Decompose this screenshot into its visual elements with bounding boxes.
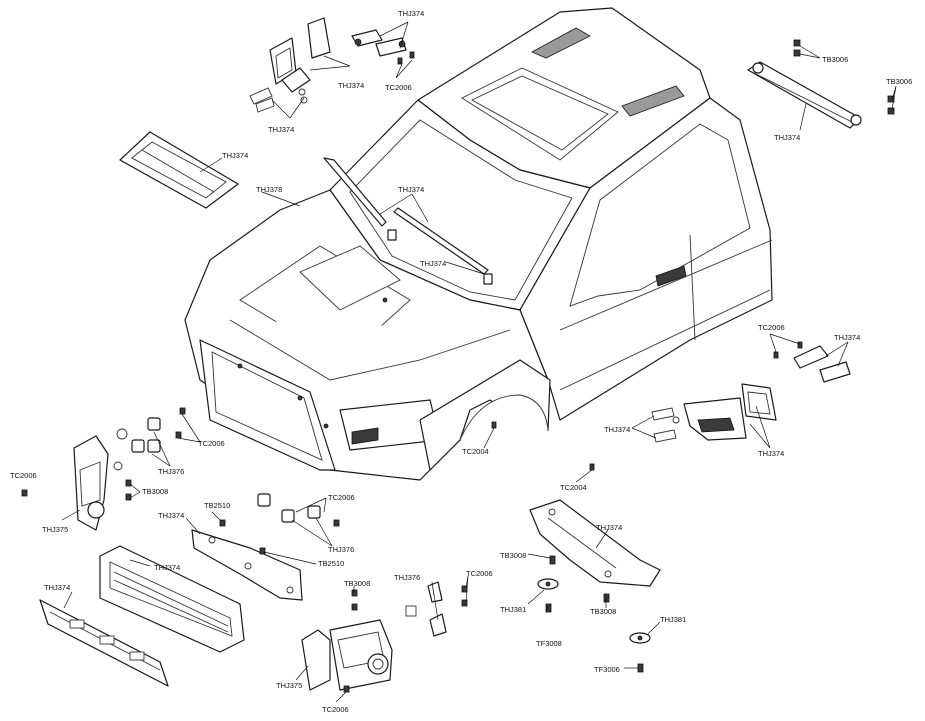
part-number-labels: THJ374 THJ374 THJ374 TC2006 TB3006 TB300… <box>10 9 912 714</box>
label-tc2006-mid: TC2006 <box>328 493 355 502</box>
mount-bracket <box>191 493 340 601</box>
grille-frame-strip <box>39 599 169 687</box>
left-bumper-end <box>73 435 109 531</box>
label-tc2004-center: TC2004 <box>462 447 489 456</box>
label-thj374-right-hinge: THJ374 <box>834 333 860 342</box>
label-tb3008-skid-right: TB3008 <box>590 607 616 616</box>
leader-lines <box>61 21 897 703</box>
label-thj374-grille: THJ374 <box>154 563 180 572</box>
label-tb3008-left: TB3008 <box>142 487 168 496</box>
label-tb3008-skid-left: TB3008 <box>500 551 526 560</box>
label-tf3008: TF3008 <box>536 639 562 648</box>
label-thj376-left-lights: THJ376 <box>158 467 184 476</box>
bottom-bumper-module <box>301 581 468 693</box>
label-thj374-bracket: THJ374 <box>158 511 184 520</box>
left-light-parts <box>21 407 186 501</box>
hood-scoop <box>119 131 239 209</box>
label-tb3006-rack-b: TB3006 <box>886 77 912 86</box>
front-grille <box>99 545 245 653</box>
label-thj378-body: THJ378 <box>256 185 282 194</box>
label-thj374-hood-scoop: THJ374 <box>222 151 248 160</box>
label-thj374-skid: THJ374 <box>596 523 622 532</box>
label-tc2006-far-left: TC2006 <box>10 471 37 480</box>
label-thj374-mirror-top: THJ374 <box>338 81 364 90</box>
top-hinge-assembly <box>351 29 415 65</box>
label-thj381-a: THJ381 <box>500 605 526 614</box>
label-thj374-right-mirror-a: THJ374 <box>604 425 630 434</box>
wiper-arms <box>323 157 493 285</box>
right-hinge-assembly <box>773 341 851 383</box>
label-thj375-left: THJ375 <box>42 525 68 534</box>
label-thj374-wipers: THJ374 <box>398 185 424 194</box>
label-thj374-wiper-base: THJ374 <box>420 259 446 268</box>
label-thj376-bottom: THJ376 <box>394 573 420 582</box>
right-mirror-assembly <box>651 383 777 443</box>
top-left-mirror-assembly <box>249 17 331 113</box>
label-thj374-hinge-top: THJ374 <box>398 9 424 18</box>
label-tc2006-bottom: TC2006 <box>322 705 349 714</box>
label-thj375-bottom: THJ375 <box>276 681 302 690</box>
label-tb2510-b: TB2510 <box>318 559 344 568</box>
label-tc2006-left-lights: TC2006 <box>198 439 225 448</box>
label-thj374-right-mirror-b: THJ374 <box>758 449 784 458</box>
label-thj374-grille-frame: THJ374 <box>44 583 70 592</box>
label-thj376-mid: THJ376 <box>328 545 354 554</box>
roof-rack-bar <box>747 39 895 129</box>
label-tc2006-hinge-top: TC2006 <box>385 83 412 92</box>
label-tb2510-a: TB2510 <box>204 501 230 510</box>
truck-body-shell <box>184 7 773 481</box>
label-thj374-rack: THJ374 <box>774 133 800 142</box>
label-thj374-mirror-topleft: THJ374 <box>268 125 294 134</box>
label-tb3008-bottom: TB3008 <box>344 579 370 588</box>
skid-plate <box>491 421 661 673</box>
label-tb3006-rack-a: TB3006 <box>822 55 848 64</box>
label-thj381-b: THJ381 <box>660 615 686 624</box>
label-tc2004-right: TC2004 <box>560 483 587 492</box>
label-tf3006: TF3006 <box>594 665 620 674</box>
label-tc2006-right-hinge: TC2006 <box>758 323 785 332</box>
label-tc2006-bottom-right: TC2006 <box>466 569 493 578</box>
